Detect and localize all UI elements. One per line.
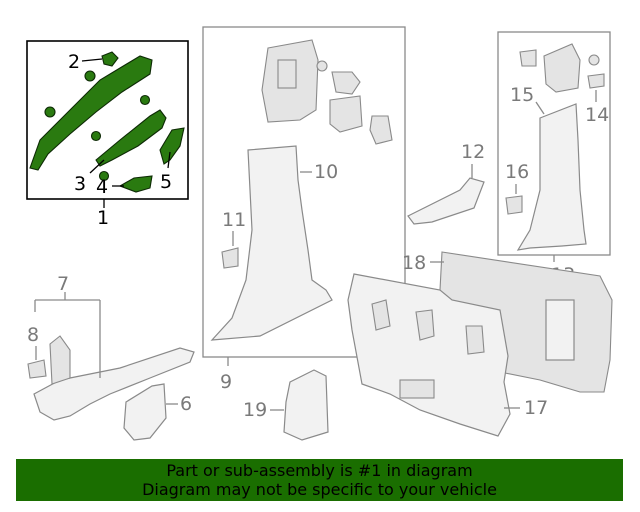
callout-3: 3 (74, 173, 86, 195)
callout-14: 14 (585, 104, 609, 126)
callout-1: 1 (97, 207, 109, 229)
callout-15: 15 (510, 84, 534, 106)
part-6-bracket[interactable] (123, 383, 167, 441)
callout-18: 18 (402, 252, 426, 274)
callout-19: 19 (243, 399, 267, 421)
callout-7: 7 (57, 273, 69, 295)
callout-2: 2 (68, 51, 80, 73)
assembly-1-frame (26, 40, 189, 200)
part-7-sill-plate[interactable] (33, 335, 195, 421)
callout-4: 4 (96, 176, 108, 198)
part-15-pillar-trim[interactable] (516, 43, 605, 251)
banner-line-2: Diagram may not be specific to your vehi… (142, 480, 497, 499)
callout-6: 6 (180, 393, 192, 415)
part-12-trim-strip[interactable] (407, 177, 485, 225)
banner-line-1: Part or sub-assembly is #1 in diagram (166, 461, 473, 480)
callout-9: 9 (220, 371, 232, 393)
info-banner: Part or sub-assembly is #1 in diagram Di… (16, 459, 623, 501)
callout-5: 5 (160, 171, 172, 193)
part-16-clip[interactable] (505, 195, 523, 215)
callout-10: 10 (314, 161, 338, 183)
part-8-clip[interactable] (27, 359, 47, 379)
callout-8: 8 (27, 324, 39, 346)
part-17-rear-panel[interactable] (347, 273, 511, 437)
callout-12: 12 (461, 141, 485, 163)
callout-16: 16 (505, 161, 529, 183)
callout-11: 11 (222, 209, 246, 231)
part-10-pillar-trim[interactable] (210, 39, 393, 341)
part-19-cover[interactable] (283, 369, 329, 441)
part-11-clip[interactable] (221, 247, 239, 269)
part-1-assembly[interactable] (29, 51, 185, 193)
assembly-9-frame (202, 26, 406, 358)
callout-17: 17 (524, 397, 548, 419)
